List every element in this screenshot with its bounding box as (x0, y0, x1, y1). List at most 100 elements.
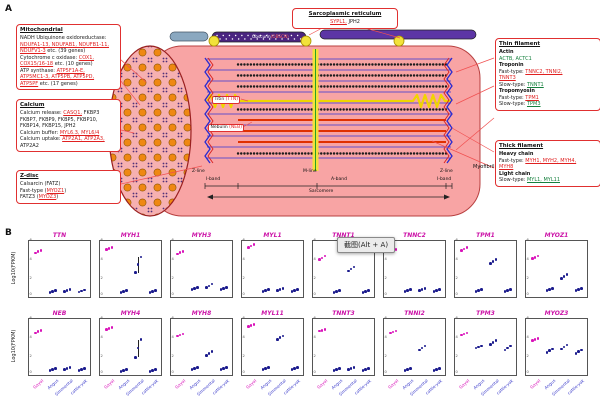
text-line: Fast-type: TPM1 (499, 95, 597, 102)
box-title: Sarcoplasmic reticulum (308, 11, 382, 17)
gene-text: MYL1, MYL11 (526, 177, 560, 184)
y-tick-label: 2 (29, 275, 32, 280)
data-point (367, 367, 370, 370)
gene-text: MYH1, MYH2, MYH4, (525, 157, 577, 164)
y-tick-label: 6 (29, 238, 32, 243)
data-point (122, 369, 125, 372)
y-tick-label: 4 (313, 257, 316, 262)
data-point (332, 369, 336, 372)
gene-text: Cytochrome c oxidase: (20, 54, 79, 61)
y-tick-label: 2 (171, 353, 174, 358)
y-tick-label: 4 (100, 335, 103, 340)
gene-text: Tropomyosin (499, 88, 535, 95)
text-line: FKBP14, FKBP15, JPH2 (20, 123, 117, 130)
data-point (509, 344, 512, 348)
data-point (281, 334, 285, 338)
data-point (323, 327, 327, 331)
data-point (68, 366, 72, 369)
data-point (249, 244, 253, 248)
data-point (435, 368, 438, 371)
sarcomere-filaments (204, 49, 453, 171)
y-tick-label: 0 (313, 292, 316, 297)
y-tick-label: 4 (242, 335, 245, 340)
y-tick-label: 6 (29, 316, 32, 321)
x-category-label: Gayal (245, 378, 258, 390)
panel-b-letter: B (5, 228, 12, 238)
data-point (110, 246, 114, 249)
text-line: Light chain (499, 171, 597, 178)
data-point (574, 289, 578, 292)
data-point (394, 329, 398, 333)
data-point (480, 288, 483, 291)
data-point (210, 282, 214, 286)
y-tick-label: 0 (455, 370, 458, 375)
gene-text: FKBP3 (82, 110, 100, 117)
gene-text: JPH2 (346, 19, 360, 26)
gene-text: NADH Ubiquinone oxidoreductase: (20, 35, 107, 42)
data-point (48, 369, 52, 372)
data-point (296, 366, 299, 369)
data-point (494, 339, 498, 342)
data-point (474, 290, 478, 293)
screenshot-tooltip[interactable]: 截图(Alt + A) (337, 237, 396, 253)
y-tick-label: 2 (100, 275, 103, 280)
data-point (136, 346, 140, 350)
box-title: Calcium (20, 102, 45, 108)
membrane-organelles (169, 29, 477, 47)
text-line: Slow-type: TPM3 (499, 101, 597, 108)
data-point (181, 332, 185, 336)
data-point (249, 324, 253, 327)
band-annotation (204, 183, 453, 200)
data-point (347, 368, 350, 371)
data-point (533, 256, 537, 259)
y-tick-label: 0 (242, 292, 245, 297)
panel-a: A (5, 4, 600, 217)
data-point (409, 288, 412, 291)
y-tick-label: 0 (384, 370, 387, 375)
sarcomere-diagram (108, 25, 495, 217)
gene-text: ) (56, 194, 59, 201)
data-point (68, 288, 72, 291)
gene-text: TNNC2, TNNI2, (525, 68, 563, 75)
subplot-gene-title: TTN (52, 232, 67, 239)
data-point (154, 368, 157, 371)
data-point (178, 333, 182, 337)
gene-text: COX1, (78, 54, 95, 61)
data-point (548, 349, 551, 353)
gene-text: Slow-type: (499, 177, 527, 184)
data-point (148, 369, 152, 373)
data-point (323, 254, 327, 258)
y-tick-label: 6 (100, 316, 103, 321)
gene-text: TNNT3 (499, 75, 516, 82)
gene-text: Calcium uptake: (20, 136, 63, 143)
data-point (403, 369, 407, 372)
data-point (338, 289, 341, 292)
y-tick-label: 6 (313, 316, 316, 321)
data-point (63, 290, 66, 293)
data-point (107, 247, 111, 250)
data-point (80, 368, 83, 371)
box-content: SYPL1, JPH2 (296, 19, 394, 26)
text-line: ATP synthase: ATP5F1A-E, (20, 68, 117, 75)
gene-text: TNNT1 (526, 81, 544, 88)
data-point (48, 291, 52, 294)
text-line: Fast-type: MYH1, MYH2, MYH4, (499, 158, 597, 165)
z-line-right-label: Z-line (440, 169, 453, 174)
y-axis-label-top: Log10(FPKM) (11, 251, 17, 285)
data-point (491, 341, 495, 344)
data-point (154, 289, 157, 292)
y-tick-label: 2 (313, 353, 316, 358)
data-point (462, 332, 466, 336)
y-tick-label: 2 (455, 275, 458, 280)
data-point (335, 368, 338, 371)
